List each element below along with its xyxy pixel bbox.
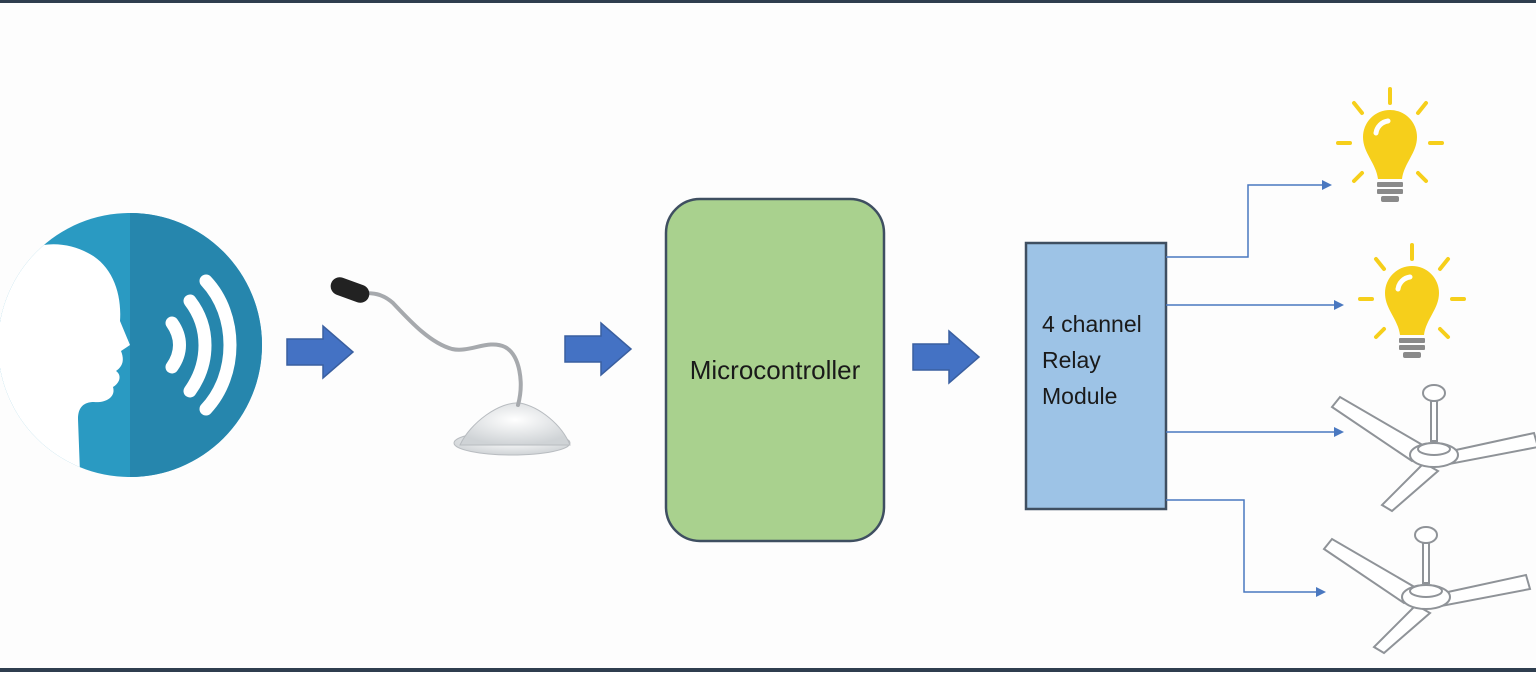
relay-label-line: Module [1042,383,1118,409]
light-bulb-icon [1358,243,1466,358]
light-bulb-icon [1336,87,1444,202]
microcontroller-block [664,197,886,543]
flow-arrow-3 [912,329,981,385]
relay-module-label: 4 channel Relay Module [1042,306,1162,414]
speaking-person-icon [0,213,262,477]
block-diagram [0,87,1536,655]
ceiling-fan-icon [1322,526,1532,655]
relay-label-line: 4 channel [1042,311,1142,337]
relay-label-line: Relay [1042,347,1101,373]
microcontroller-label: Microcontroller [689,354,861,385]
flow-arrow-1 [286,324,355,380]
ceiling-fan-icon [1330,384,1536,513]
connector-4 [1166,499,1326,597]
flow-arrow-2 [564,321,633,377]
relay-module-block [1024,241,1168,511]
microphone-icon [330,277,571,456]
connector-1 [1166,180,1332,258]
